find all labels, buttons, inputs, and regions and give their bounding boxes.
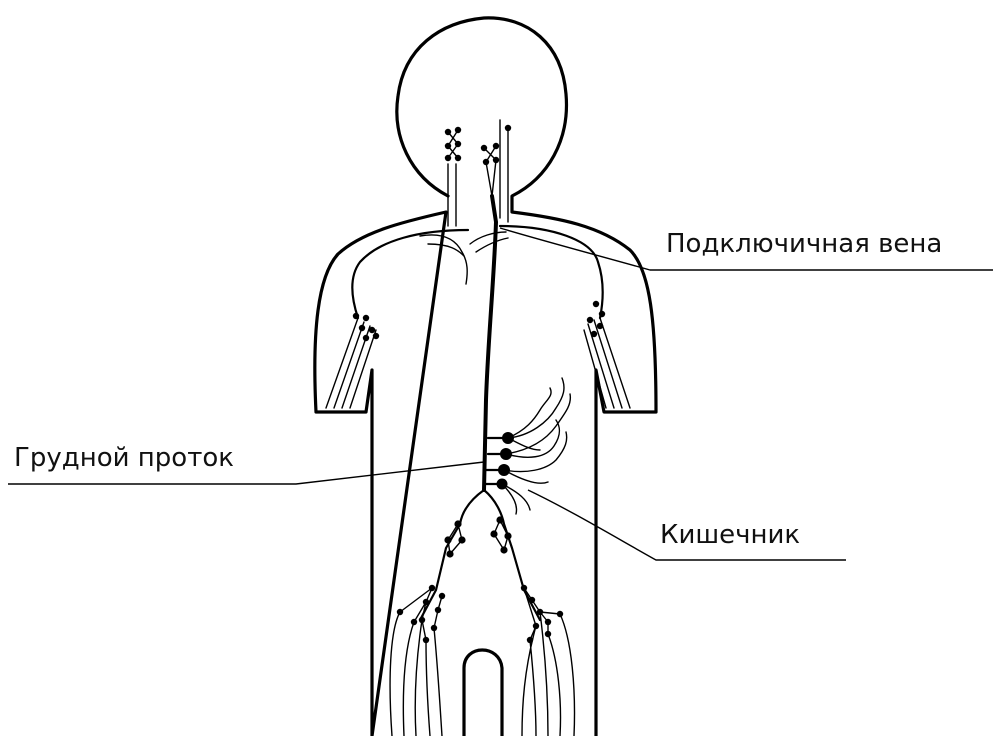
left-leg-vessel [403,622,414,736]
intestine-label: Кишечник [660,520,800,550]
subclavian-vessel [476,238,508,252]
subclavian-vessel [420,235,467,284]
left-axillary-lymph-nodes [353,313,379,341]
right-arm-vessel [600,318,630,408]
thoracic-duct-label: Грудной проток [14,443,234,473]
left-leg-vessel [434,628,442,736]
right-iliac-lymph-nodes [490,516,511,553]
central-neck-lymph-nodes [481,125,511,196]
subclavian-vein-label: Подключичная вена [666,229,942,259]
left-arm-vessel [334,322,364,408]
left-inguinal-lymph-nodes [397,585,445,643]
right-leg-vessel [560,614,574,736]
right-arm-vessel [594,320,622,408]
intestinal-vessel [508,378,564,438]
left-leg-vessel [426,640,430,736]
left-leg-vessel [415,620,422,736]
intestinal-lymph-nodes [486,432,514,490]
left-neck-lymph-nodes [445,127,461,161]
left-arm-vessel [352,230,468,318]
intestinal-vessel [506,394,570,454]
left-arm-vessel [326,318,358,408]
right-leg-vessel [530,640,536,736]
left-leg-vessel [390,612,400,736]
right-leg-vessel [548,634,561,736]
leg-gap-outline [464,650,502,736]
intestinal-vessel [508,388,551,438]
right-arm-vessel [500,226,603,318]
right-leg-vessel [540,612,548,736]
thoracic-duct [484,196,496,490]
left-iliac-lymph-nodes [444,520,465,557]
subclavian-vessel [470,232,506,244]
